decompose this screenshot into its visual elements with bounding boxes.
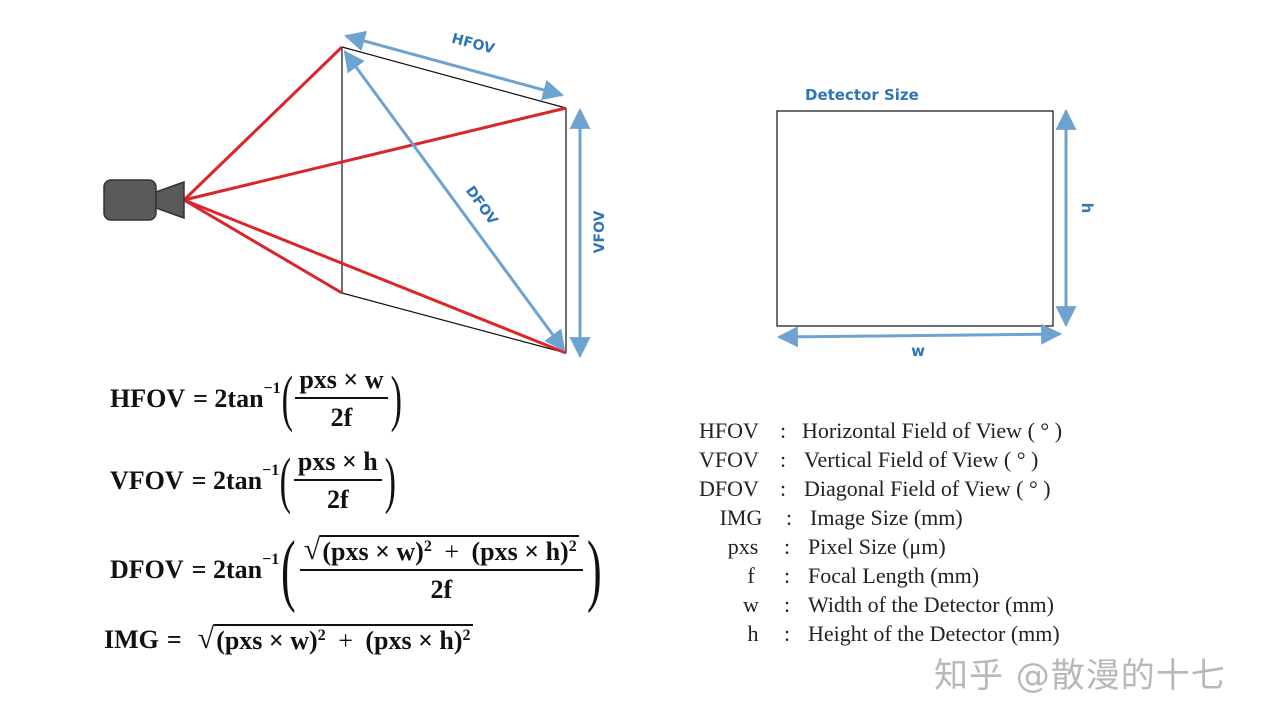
detector-rectangle: [776, 110, 1054, 327]
hfov-fraction: pxs × w 2f: [295, 365, 388, 433]
legend-description: Image Size (mm): [810, 505, 963, 530]
img-term-h: (pxs × h): [365, 626, 463, 655]
legend-description: Horizontal Field of View ( ° ): [802, 418, 1063, 443]
hfov-denominator: 2f: [330, 403, 353, 432]
img-radical: √ (pxs × w)2 + (pxs × h)2: [198, 624, 473, 656]
legend-colon: :: [780, 418, 787, 443]
legend-term: h: [747, 621, 759, 646]
dfov-radical: √ (pxs × w)2 + (pxs × h)2: [304, 535, 579, 567]
height-label: h: [1078, 203, 1096, 214]
img-plus: +: [338, 626, 353, 655]
close-paren: ): [390, 365, 402, 433]
ray-top-left: [182, 45, 344, 202]
dfov-exponent-h: 2: [568, 538, 577, 555]
vfov-label: VFOV: [592, 210, 608, 253]
frustum-top-edge: [341, 46, 567, 109]
legend-term: IMG: [719, 505, 763, 530]
dfov-denominator: 2f: [430, 575, 453, 604]
dfov-formula: DFOV = 2tan −1 ( √ (pxs × w)2 + (pxs × h…: [110, 526, 602, 614]
img-formula: IMG = √ (pxs × w)2 + (pxs × h)2: [104, 620, 473, 660]
legend-term: f: [747, 563, 755, 588]
img-formula-eq: =: [166, 625, 182, 654]
legend-description: Diagonal Field of View ( ° ): [804, 476, 1051, 501]
legend-colon: :: [784, 621, 791, 646]
open-paren: (: [281, 526, 296, 614]
legend-term: VFOV: [699, 447, 759, 472]
ray-top-right: [183, 106, 567, 202]
img-formula-lhs: IMG: [104, 625, 159, 654]
hfov-formula-lhs: HFOV: [110, 384, 186, 413]
hfov-label: HFOV: [450, 31, 496, 58]
legend-colon: :: [784, 592, 791, 617]
dfov-plus: +: [444, 537, 460, 566]
legend-term: w: [743, 592, 759, 617]
dfov-fraction: √ (pxs × w)2 + (pxs × h)2 2f: [299, 535, 583, 605]
close-paren: ): [586, 526, 602, 614]
dfov-arrow: [343, 50, 566, 352]
camera-icon: [103, 179, 185, 221]
legend-colon: :: [780, 476, 787, 501]
img-term-w: (pxs × w): [216, 626, 318, 655]
dfov-formula-eq: = 2tan: [191, 555, 263, 584]
frustum-bottom-edge: [341, 292, 567, 354]
hfov-formula-eq: = 2tan: [193, 384, 264, 413]
dfov-formula-lhs: DFOV: [110, 555, 184, 584]
legend-colon: :: [784, 534, 791, 559]
dfov-term-h: (pxs × h): [471, 537, 569, 566]
watermark: 知乎 @散漫的十七: [934, 656, 1226, 696]
close-paren: ): [384, 447, 396, 515]
legend-colon: :: [780, 447, 787, 472]
dfov-term-w: (pxs × w): [322, 537, 424, 566]
legend-term: HFOV: [699, 418, 759, 443]
open-paren: (: [279, 447, 292, 515]
dfov-radicand: (pxs × w)2 + (pxs × h)2: [320, 535, 579, 567]
sqrt-symbol: √: [197, 622, 215, 655]
dfov-numerator: √ (pxs × w)2 + (pxs × h)2: [299, 535, 583, 571]
legend-colon: :: [786, 505, 793, 530]
vfov-denominator: 2f: [326, 485, 349, 514]
img-exponent-w: 2: [317, 627, 326, 644]
legend-description: Vertical Field of View ( ° ): [804, 447, 1039, 472]
vfov-fraction: pxs × h 2f: [293, 447, 382, 515]
legend-description: Pixel Size (μm): [808, 534, 946, 559]
legend-term: pxs: [727, 534, 759, 559]
vfov-formula-lhs: VFOV: [110, 466, 184, 495]
legend-colon: :: [784, 563, 791, 588]
legend-description: Focal Length (mm): [808, 563, 980, 588]
dfov-exponent-w: 2: [423, 538, 432, 555]
hfov-numerator: pxs × w: [295, 365, 388, 399]
vfov-formula: VFOV = 2tan −1 ( pxs × h 2f ): [110, 447, 396, 515]
width-label: w: [911, 342, 925, 360]
ray-bottom-left: [183, 198, 343, 295]
legend-description: Width of the Detector (mm): [808, 592, 1054, 617]
legend-description: Height of the Detector (mm): [808, 621, 1060, 646]
legend-term: DFOV: [699, 476, 759, 501]
sqrt-symbol: √: [303, 533, 321, 566]
img-exponent-h: 2: [462, 627, 471, 644]
fov-arrows: [343, 30, 591, 359]
detector-size-label: Detector Size: [805, 86, 919, 104]
vfov-formula-eq: = 2tan: [191, 466, 263, 495]
width-arrow: [776, 323, 1063, 348]
open-paren: (: [281, 365, 293, 433]
vfov-numerator: pxs × h: [293, 447, 382, 481]
img-radicand: (pxs × w)2 + (pxs × h)2: [214, 624, 473, 656]
hfov-formula: HFOV = 2tan −1 ( pxs × w 2f ): [110, 365, 402, 433]
